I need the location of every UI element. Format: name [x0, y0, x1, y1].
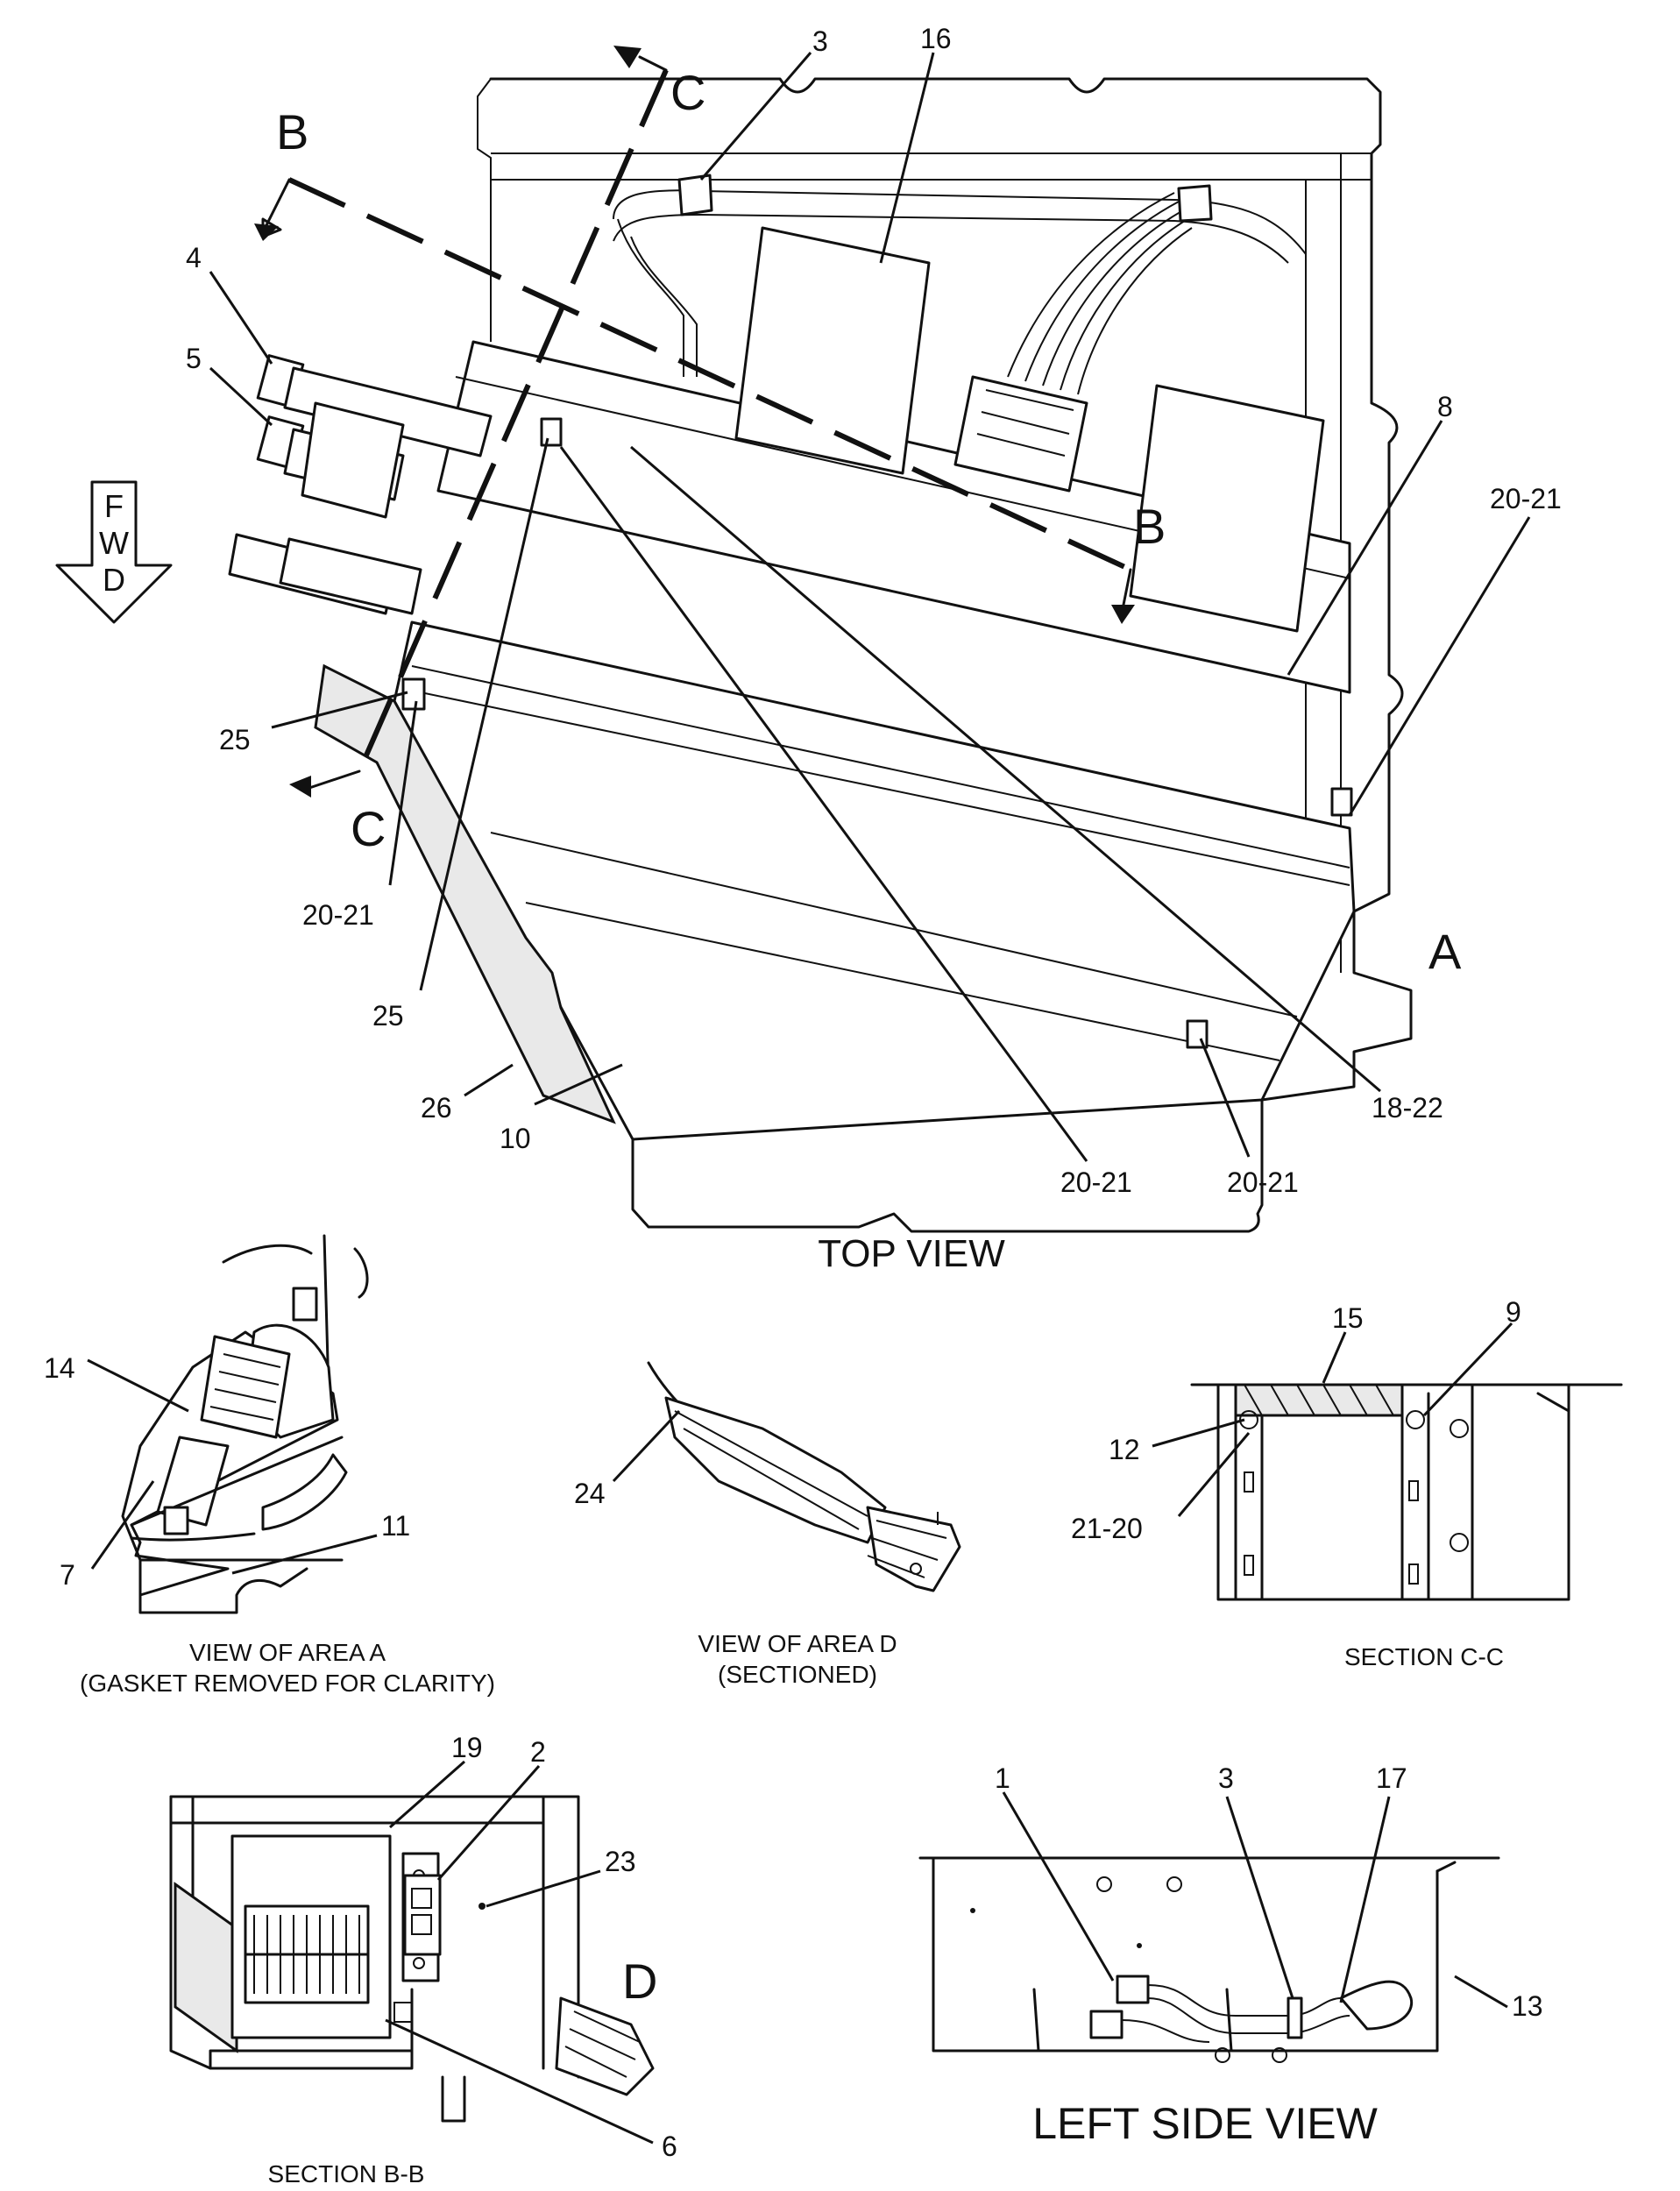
callout-17: 17	[1376, 1762, 1407, 1794]
area-letter-a: A	[1428, 924, 1462, 979]
section-letter-c-bottom: C	[351, 801, 386, 856]
fwd-letter-w: W	[99, 525, 129, 561]
callout-3-left-side: 3	[1218, 1762, 1234, 1794]
view-area-a: 14 7 11 VIEW OF AREA A (GASKET REMOVED F…	[44, 1234, 495, 1697]
area-a-caption-2: (GASKET REMOVED FOR CLARITY)	[80, 1670, 495, 1697]
callout-9: 9	[1506, 1296, 1521, 1328]
callout-21-20: 21-20	[1071, 1513, 1143, 1544]
callout-18-22: 18-22	[1372, 1092, 1443, 1124]
fwd-letter-d: D	[103, 562, 125, 598]
forward-arrow: F W D	[55, 480, 173, 624]
callout-13: 13	[1512, 1990, 1543, 2022]
section-line-b	[287, 177, 1132, 572]
callout-20-21-bottom-right: 20-21	[1227, 1166, 1299, 1198]
area-d-caption-2: (SECTIONED)	[718, 1661, 877, 1688]
callout-26: 26	[421, 1092, 452, 1124]
section-c-c: 15 9 12 21-20 SECTION C-C	[1071, 1296, 1623, 1670]
view-area-d: 24 VIEW OF AREA D (SECTIONED)	[574, 1361, 961, 1688]
callout-20-21-bottom: 20-21	[1060, 1166, 1132, 1198]
callout-14: 14	[44, 1352, 75, 1384]
callout-20-21-right: 20-21	[1490, 483, 1562, 514]
section-cc-caption: SECTION C-C	[1344, 1643, 1504, 1670]
callout-20-21-left: 20-21	[302, 899, 374, 931]
left-side-view: 1 3 17 13 LEFT SIDE VIEW	[918, 1762, 1543, 2148]
callout-11: 11	[381, 1510, 410, 1542]
callout-2: 2	[530, 1736, 546, 1768]
motor-box-right	[1129, 384, 1325, 633]
top-view: F W D B B C C A 3 16 4 5 8 20-21 25 20-2…	[55, 23, 1562, 1275]
callout-12: 12	[1109, 1434, 1140, 1465]
section-letter-b-bottom: B	[1133, 499, 1166, 554]
callout-4: 4	[186, 242, 202, 273]
callout-8: 8	[1437, 391, 1453, 422]
callout-10: 10	[500, 1123, 531, 1154]
area-d-caption-1: VIEW OF AREA D	[698, 1630, 897, 1657]
callout-25-a: 25	[219, 724, 251, 755]
area-letter-d: D	[622, 1953, 657, 2009]
callout-23: 23	[605, 1846, 636, 1877]
callout-1: 1	[995, 1762, 1010, 1794]
callout-24: 24	[574, 1478, 606, 1509]
callout-25-b: 25	[372, 1000, 404, 1032]
top-view-title: TOP VIEW	[818, 1232, 1005, 1275]
callout-7: 7	[60, 1559, 75, 1591]
callout-19: 19	[451, 1732, 483, 1763]
top-hose	[613, 189, 1307, 255]
callout-6: 6	[662, 2131, 677, 2162]
callout-16: 16	[920, 23, 952, 54]
callout-5: 5	[186, 343, 202, 374]
section-bb-caption: SECTION B-B	[268, 2160, 425, 2187]
callout-15: 15	[1332, 1302, 1364, 1334]
motor-box-left	[734, 226, 931, 475]
area-a-caption-1: VIEW OF AREA A	[189, 1639, 386, 1666]
callout-3-top: 3	[812, 25, 828, 57]
section-letter-c-top: C	[670, 65, 705, 120]
section-line-c	[357, 68, 669, 773]
top-view-frame	[489, 77, 1413, 1233]
section-letter-b-top: B	[276, 104, 308, 160]
section-b-b: 19 2 23 6 D SECTION B-B	[169, 1732, 677, 2187]
fitting-5	[256, 401, 405, 519]
fitting-4	[256, 354, 493, 457]
left-side-view-title: LEFT SIDE VIEW	[1032, 2099, 1378, 2148]
fwd-letter-f: F	[104, 488, 124, 524]
